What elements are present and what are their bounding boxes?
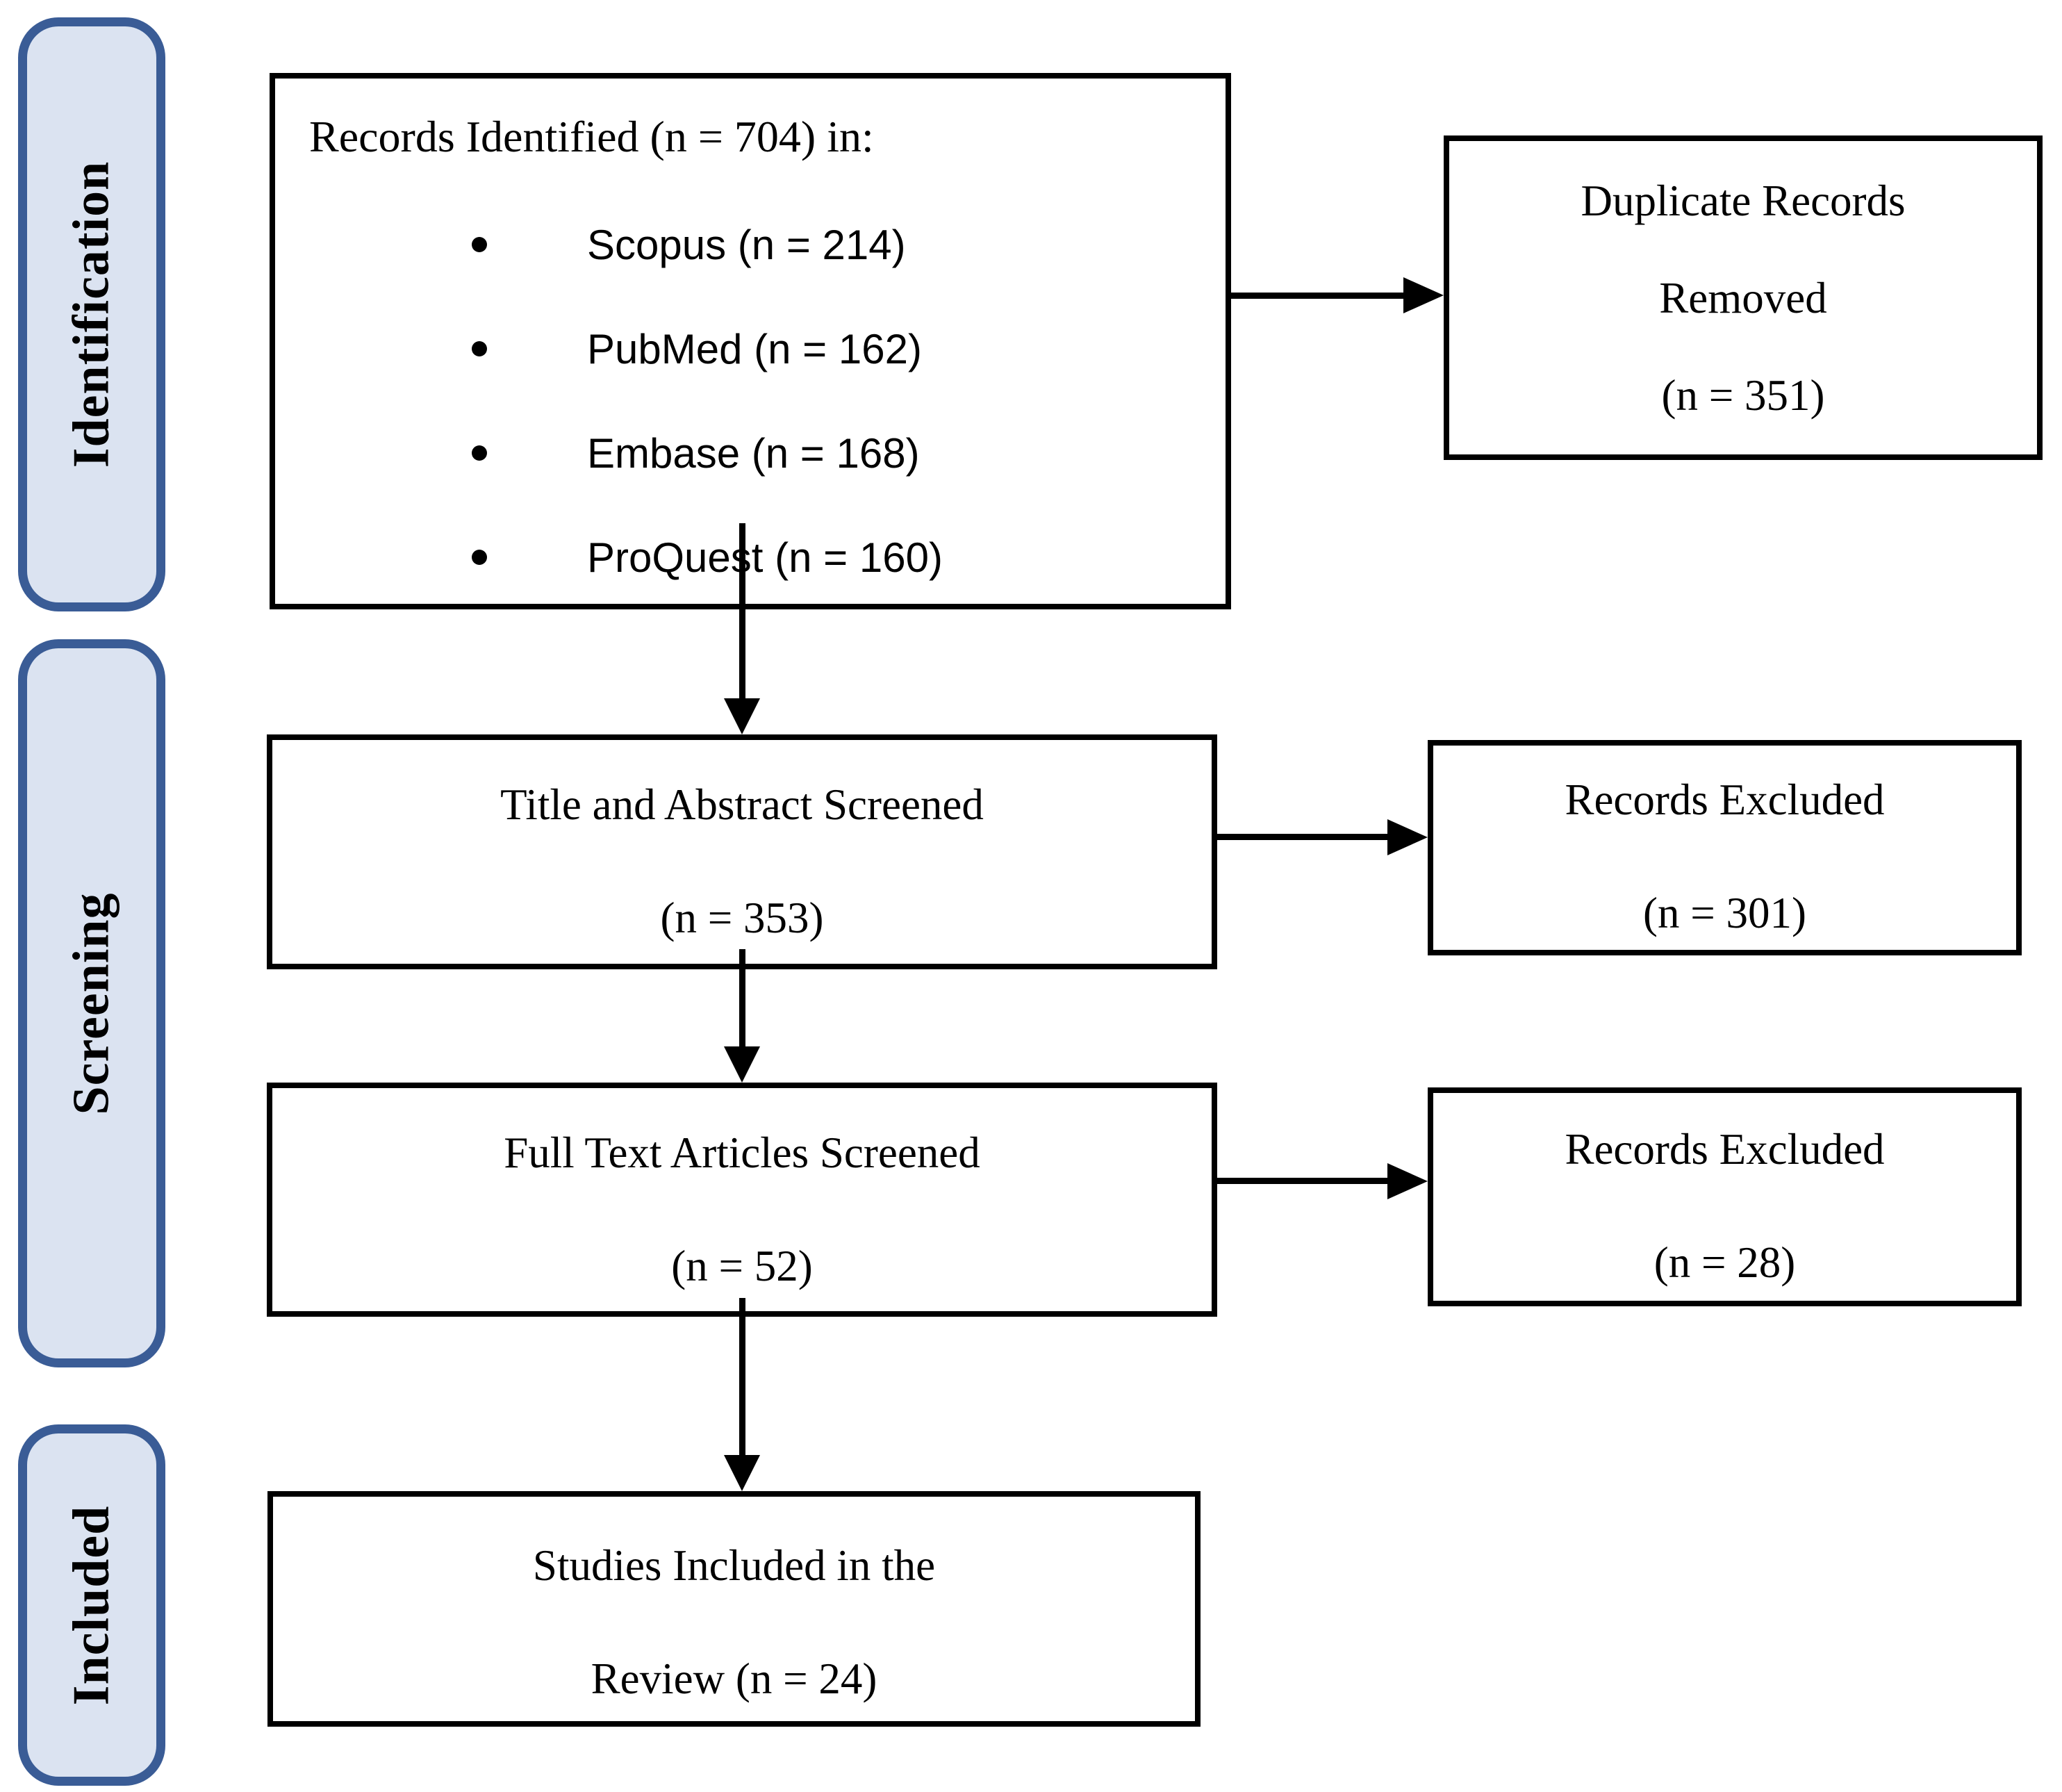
box-records-excluded-screening: Records Excluded (n = 301)	[1428, 740, 2022, 955]
box-text-line: Removed	[1659, 273, 1827, 322]
arrowhead-down-icon	[724, 698, 760, 734]
source-label: ProQuest (n = 160)	[587, 534, 943, 581]
stage-label-included: Included	[63, 1505, 120, 1705]
bullet-icon	[472, 237, 487, 252]
down-arrow-to-full-text	[739, 949, 745, 1046]
stage-pill-screening: Screening	[18, 639, 165, 1367]
list-item: Scopus (n = 214)	[472, 192, 1226, 297]
right-arrow-to-duplicates	[1231, 293, 1403, 299]
box-text-line: (n = 301)	[1643, 889, 1806, 937]
records-identified-source-list: Scopus (n = 214) PubMed (n = 162) Embase…	[275, 192, 1226, 609]
box-text-line: Records Excluded	[1565, 1124, 1885, 1174]
box-text-line: Duplicate Records	[1581, 176, 1906, 225]
source-label: Scopus (n = 214)	[587, 221, 906, 268]
arrowhead-right-icon	[1403, 277, 1444, 313]
box-records-excluded-full-text: Records Excluded (n = 28)	[1428, 1087, 2022, 1306]
box-text-line: (n = 351)	[1661, 370, 1825, 420]
box-text-line: Full Text Articles Screened	[504, 1128, 980, 1177]
box-text-line: (n = 52)	[671, 1241, 813, 1290]
arrowhead-right-icon	[1387, 1163, 1428, 1199]
box-text-line: Title and Abstract Screened	[500, 780, 984, 829]
stage-label-identification: Identification	[63, 161, 120, 468]
source-label: PubMed (n = 162)	[587, 325, 922, 372]
arrowhead-down-icon	[724, 1455, 760, 1491]
box-text-line: (n = 353)	[660, 894, 824, 942]
bullet-icon	[472, 550, 487, 565]
stage-pill-identification: Identification	[18, 17, 165, 611]
box-text-line: (n = 28)	[1653, 1238, 1796, 1287]
box-text-line: Review (n = 24)	[591, 1654, 877, 1703]
records-identified-title: Records Identified (n = 704) in:	[309, 112, 874, 161]
list-item: Embase (n = 168)	[472, 401, 1226, 505]
box-text-line: Records Excluded	[1565, 775, 1885, 824]
arrowhead-down-icon	[724, 1046, 760, 1083]
box-records-identified: Records Identified (n = 704) in: Scopus …	[270, 73, 1231, 609]
down-arrow-to-title-abstract	[739, 523, 745, 698]
box-studies-included: Studies Included in the Review (n = 24)	[267, 1491, 1201, 1727]
stage-label-screening: Screening	[63, 891, 120, 1115]
arrowhead-right-icon	[1387, 819, 1428, 855]
right-arrow-to-excluded-screening	[1217, 834, 1387, 840]
box-duplicate-records-removed: Duplicate Records Removed (n = 351)	[1444, 135, 2043, 460]
bullet-icon	[472, 341, 487, 356]
bullet-icon	[472, 445, 487, 461]
list-item: ProQuest (n = 160)	[472, 505, 1226, 609]
down-arrow-to-studies-included	[739, 1298, 745, 1455]
right-arrow-to-excluded-full-text	[1217, 1178, 1387, 1184]
list-item: PubMed (n = 162)	[472, 297, 1226, 401]
box-text-line: Studies Included in the	[532, 1540, 936, 1590]
stage-pill-included: Included	[18, 1424, 165, 1786]
box-title-abstract-screened: Title and Abstract Screened (n = 353)	[267, 734, 1217, 969]
source-label: Embase (n = 168)	[587, 429, 920, 477]
box-full-text-articles-screened: Full Text Articles Screened (n = 52)	[267, 1083, 1217, 1317]
